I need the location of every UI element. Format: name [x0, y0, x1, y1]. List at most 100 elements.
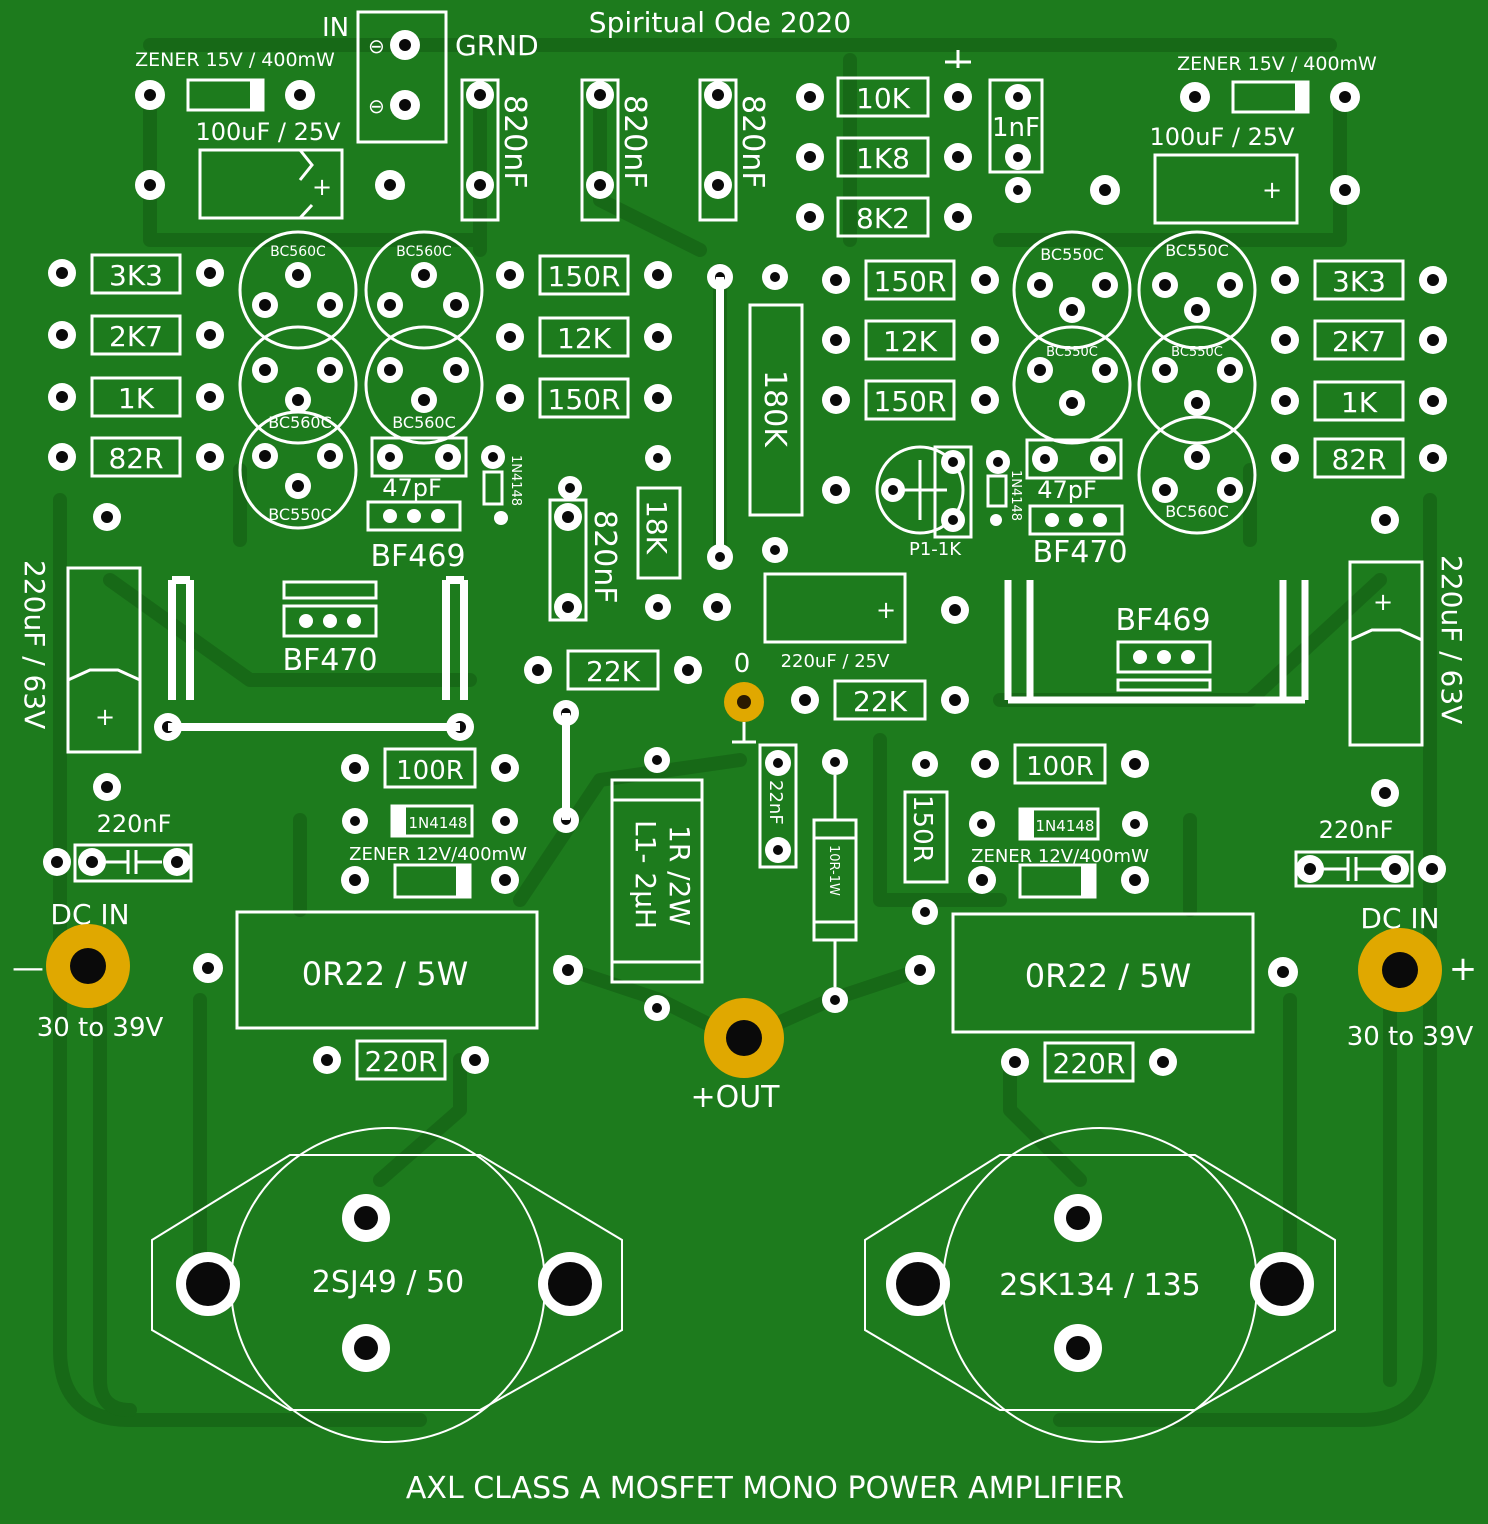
- resistor-150r-4-label: 150R: [874, 385, 947, 418]
- zener-12v-left-label: ZENER 12V/400mW: [349, 844, 527, 865]
- heatsink-left: BF470: [154, 576, 474, 741]
- svg-text:+: +: [876, 596, 896, 624]
- resistor-1k8-label: 1K8: [856, 142, 910, 175]
- resistor-12k-1-label: 12K: [557, 322, 612, 355]
- resistor-150r-3-label: 150R: [874, 265, 947, 298]
- right-transistors: BC550C BC550C BC550C BC550C BC560C: [1012, 230, 1257, 535]
- resistor-22k-left: 22K: [524, 649, 702, 691]
- bc560c-1-label: BC560C: [270, 244, 326, 260]
- cap-820nf-1: 820nF: [460, 78, 532, 222]
- cap-820nf-4: 820nF: [548, 476, 622, 622]
- zener-15v-left-label: ZENER 15V / 400mW: [135, 49, 335, 71]
- right-resistors: 3K3 2K7 1K 82R: [1271, 259, 1447, 479]
- mosfet-right-label: 2SK134 / 135: [999, 1268, 1201, 1303]
- resistor-10r-label: 10R-1W: [826, 845, 841, 896]
- resistor-1k8: 1K8: [796, 136, 972, 178]
- ground-pad-zero: 0: [724, 649, 764, 744]
- cap-820nf-3-label: 820nF: [735, 95, 770, 189]
- resistor-10k-label: 10K: [856, 82, 911, 115]
- resistor-100r-right-label: 100R: [1026, 752, 1094, 782]
- svg-text:⊖: ⊖: [368, 94, 385, 118]
- bc550c-left-label: BC550C: [268, 505, 332, 524]
- input-connector: IN ⊖ ⊖ GRND: [322, 10, 539, 144]
- center-right-resistors: 150R 12K 150R: [822, 259, 999, 504]
- resistor-0r22-right-label: 0R22 / 5W: [1025, 957, 1191, 995]
- in-label: IN: [322, 13, 349, 43]
- zener-15v-right-label: ZENER 15V / 400mW: [1177, 53, 1377, 75]
- out-label: +OUT: [690, 1080, 780, 1115]
- zener-15v-right: ZENER 15V / 400mW: [1177, 53, 1377, 114]
- cap-220nf-right: 220nF: [1294, 816, 1446, 888]
- resistor-18k-label: 18K: [640, 500, 673, 555]
- resistor-100r-left-label: 100R: [396, 756, 464, 786]
- bc560c-4-label: BC560C: [392, 413, 456, 432]
- resistor-220r-right: 220R: [1001, 1041, 1177, 1083]
- resistor-150r-2-label: 150R: [548, 383, 621, 416]
- resistor-8k2-label: 8K2: [856, 202, 910, 235]
- cap-820nf-2: 820nF: [580, 78, 652, 222]
- resistor-2k7-left-label: 2K7: [109, 320, 163, 353]
- bc560c-3-label: BC560C: [268, 413, 332, 432]
- diode-1n4148-b-label: 1N4148: [1008, 470, 1023, 521]
- cap-220uf-25v-label: 220uF / 25V: [781, 651, 891, 672]
- inductor-l1-name-label: L1- 2μH: [629, 820, 662, 929]
- dc-in-left: DC IN — 30 to 39V: [12, 898, 164, 1043]
- resistor-3k3-right-label: 3K3: [1332, 265, 1386, 298]
- resistor-3k3-left-label: 3K3: [109, 259, 163, 292]
- zener-15v-left: ZENER 15V / 400mW: [135, 49, 335, 112]
- bf469-left-label: BF469: [370, 539, 465, 574]
- cap-220uf-63v-right-label: 220uF / 63V: [1435, 555, 1468, 724]
- inductor-l1-rating-label: 1R /2W: [663, 825, 696, 926]
- bf470-left-label: BF470: [282, 643, 377, 678]
- cap-47pf-left-label: 47pF: [382, 474, 442, 502]
- cap-220nf-right-label: 220nF: [1319, 816, 1394, 844]
- resistor-0r22-right: 0R22 / 5W: [905, 912, 1298, 1034]
- resistor-150r-v-label: 150R: [907, 795, 937, 863]
- board-bottom-title: AXL CLASS A MOSFET MONO POWER AMPLIFIER: [406, 1471, 1124, 1506]
- bc560c-right-label: BC560C: [1165, 502, 1229, 521]
- cap-820nf-4-label: 820nF: [587, 510, 622, 604]
- volt-left-label: 30 to 39V: [37, 1013, 164, 1043]
- svg-text:⊖: ⊖: [368, 34, 385, 58]
- trimmer-p1-label: P1-1K: [909, 539, 962, 560]
- cap-22nf: 22nF: [758, 743, 798, 869]
- cap-220uf-63v-left-label: 220uF / 63V: [18, 560, 51, 729]
- resistor-0r22-left-label: 0R22 / 5W: [302, 955, 468, 993]
- trimmer-p1: P1-1K: [875, 445, 973, 560]
- resistor-12k-2-label: 12K: [883, 325, 938, 358]
- right-bias-group: 100R 1N4148 ZENER 12V/400mW: [968, 743, 1149, 899]
- cap-1nf-label: 1nF: [992, 113, 1040, 143]
- left-transistors: BC560C BC560C BC560C BC560C BC550C: [238, 230, 484, 530]
- resistor-22k-left-label: 22K: [586, 655, 641, 688]
- mosfet-left: 2SJ49 / 50: [151, 1127, 623, 1443]
- resistor-180k: 180K: [707, 264, 804, 570]
- cap-22nf-label: 22nF: [765, 780, 786, 825]
- resistor-1k-right-label: 1K: [1341, 386, 1378, 419]
- resistor-1k-left-label: 1K: [118, 382, 155, 415]
- zero-label: 0: [734, 649, 751, 679]
- cap-820nf-1-label: 820nF: [497, 95, 532, 189]
- cap-220nf-left: 220nF: [43, 810, 193, 883]
- svg-text:+: +: [1373, 588, 1393, 616]
- cap-220uf-63v-right: + 220uF / 63V: [1348, 506, 1468, 807]
- heatsink-right: BF469: [1004, 580, 1309, 704]
- resistor-220r-left-label: 220R: [365, 1045, 438, 1078]
- bc560c-2-label: BC560C: [396, 244, 452, 260]
- center-left-resistors: 150R 12K 150R: [496, 254, 672, 419]
- cap-100uf-left-label: 100uF / 25V: [195, 118, 341, 146]
- zener-12v-right-label: ZENER 12V/400mW: [971, 846, 1149, 867]
- resistor-150r-1-label: 150R: [548, 260, 621, 293]
- resistor-0r22-left: 0R22 / 5W: [193, 910, 583, 1030]
- cap-100uf-right: 100uF / 25V +: [1090, 123, 1360, 225]
- cap-100uf-right-label: 100uF / 25V: [1149, 123, 1295, 151]
- resistor-10k: 10K: [796, 76, 972, 118]
- mosfet-left-label: 2SJ49 / 50: [312, 1265, 465, 1300]
- cap-820nf-3: 820nF: [698, 78, 770, 222]
- cap-220uf-25v: + 220uF / 25V: [703, 572, 969, 672]
- resistor-2k7-right-label: 2K7: [1332, 325, 1386, 358]
- bc550c-right-3-label: BC550C: [1046, 345, 1098, 360]
- dc-in-right: DC IN + 30 to 39V: [1347, 902, 1478, 1052]
- diode-1n4148-a-label: 1N4148: [508, 455, 523, 506]
